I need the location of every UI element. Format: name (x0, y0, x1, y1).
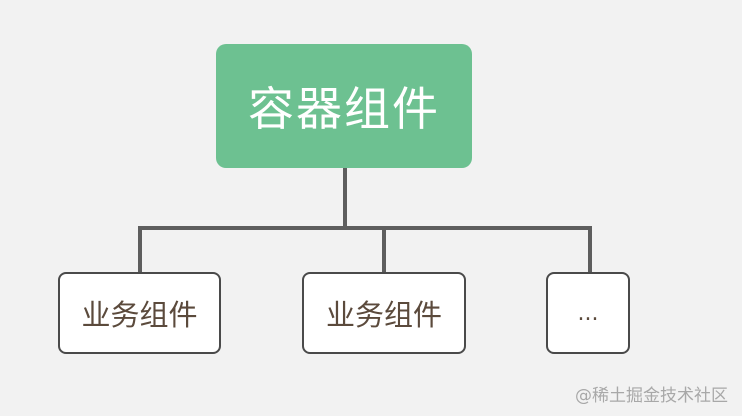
watermark-text: @稀土掘金技术社区 (575, 386, 728, 406)
connector-child-3-stem (588, 226, 592, 272)
child-node-label: 业务组件 (81, 298, 198, 332)
connector-child-1-stem (138, 226, 142, 272)
root-node-container-component: 容器组件 (216, 44, 472, 168)
connector-root-stem (343, 168, 347, 228)
child-node-business-component-2: 业务组件 (302, 272, 466, 354)
connector-child-2-stem (382, 226, 386, 272)
child-node-label: 业务组件 (325, 298, 442, 332)
root-node-label: 容器组件 (248, 82, 440, 136)
child-node-ellipsis: ... (546, 272, 630, 354)
child-node-label: ... (577, 300, 599, 326)
connector-horizontal-bar (138, 226, 592, 230)
child-node-business-component-1: 业务组件 (58, 272, 221, 354)
